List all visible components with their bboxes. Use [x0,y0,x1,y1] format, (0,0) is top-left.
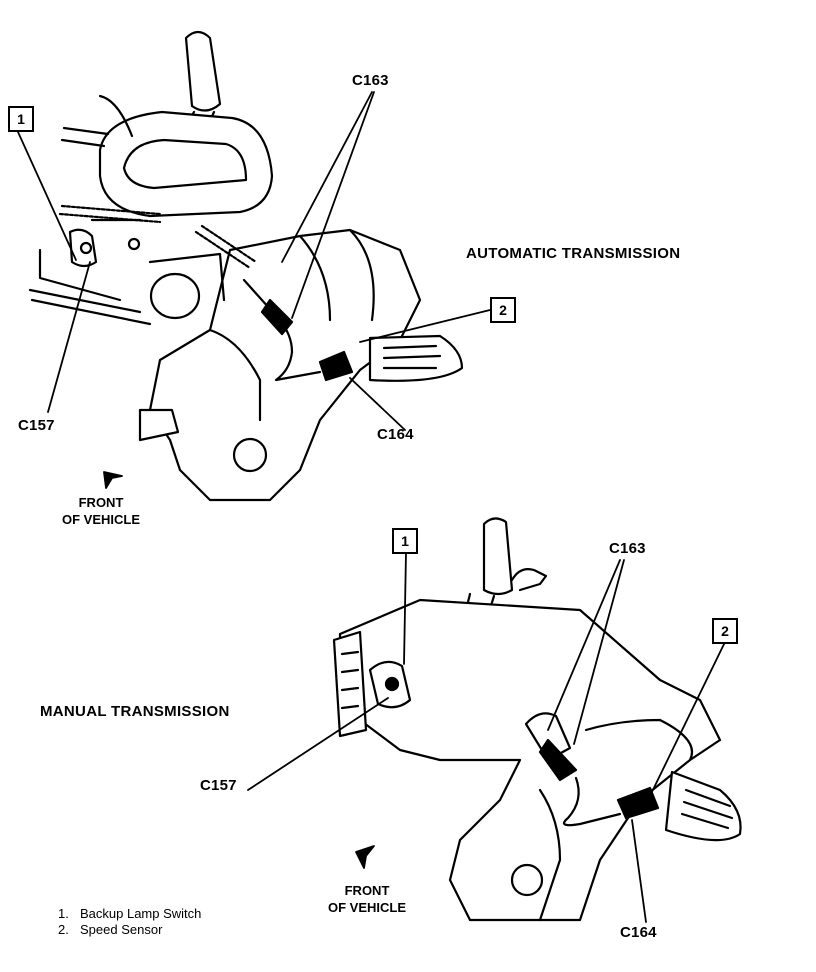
manual-label-c163: C163 [609,540,646,557]
manual-speed-sensor [664,770,742,842]
manual-callout-speed-sensor: 2 [712,618,738,644]
auto-shift-knob [184,30,222,112]
auto-shift-boot [98,110,274,218]
automatic-transmission-drawing [28,30,464,502]
legend-item-speed-sensor: 2. Speed Sensor [58,922,201,938]
manual-transmission-drawing [332,517,742,922]
manual-transmission-title: MANUAL TRANSMISSION [40,703,230,720]
auto-front-line2: OF VEHICLE [62,512,141,527]
manual-shift-knob [482,517,514,596]
manual-transmission-case [338,598,722,922]
legend-number: 1. [58,906,69,921]
automatic-transmission-title: AUTOMATIC TRANSMISSION [466,245,681,262]
auto-leader-lines [17,91,491,489]
auto-label-c163: C163 [352,72,389,89]
manual-front-line2: OF VEHICLE [328,900,407,915]
legend-item-backup-lamp-switch: 1. Backup Lamp Switch [58,906,201,922]
auto-callout-backup-lamp-switch: 1 [8,106,34,132]
auto-front-of-vehicle: FRONT OF VEHICLE [62,494,140,528]
auto-callout-speed-sensor: 2 [490,297,516,323]
auto-label-c164: C164 [377,426,414,443]
legend-text: Backup Lamp Switch [80,906,202,921]
manual-leader-lines [247,551,727,923]
manual-front-line1: FRONT [344,883,390,898]
legend-text: Speed Sensor [80,922,163,937]
manual-callout-backup-lamp-switch: 1 [392,528,418,554]
manual-label-c164: C164 [620,924,657,941]
legend-number: 2. [58,922,69,937]
legend: 1. Backup Lamp Switch 2. Speed Sensor [58,906,201,938]
auto-label-c157: C157 [18,417,55,434]
manual-front-of-vehicle: FRONT OF VEHICLE [328,882,406,916]
manual-label-c157: C157 [200,777,237,794]
auto-front-line1: FRONT [78,495,124,510]
